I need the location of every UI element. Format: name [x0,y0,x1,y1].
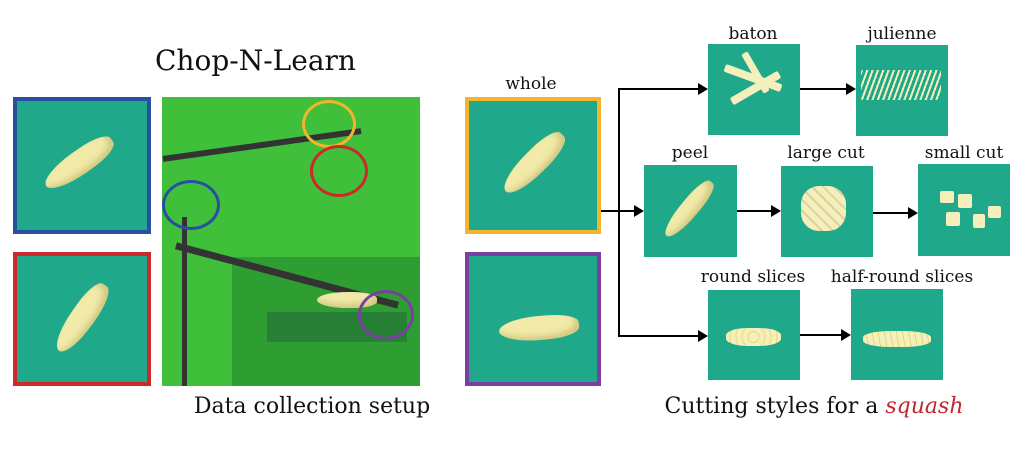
arrow-icon [846,83,856,95]
large-cut-image [781,166,873,257]
figure-title: Chop-N-Learn [155,44,356,77]
left-caption: Data collection setup [193,394,431,419]
blue-camera-ring [162,180,220,230]
caption-item: squash [885,394,964,419]
setup-photo [162,97,420,386]
label-large-cut: large cut [787,143,865,163]
label-julienne: julienne [867,24,937,44]
arrow-icon [698,83,708,95]
purple-camera-ring [358,290,414,340]
connector [618,88,620,337]
blue-camera-view [13,97,151,234]
label-round-slices: round slices [700,267,806,287]
small-cut-image [918,164,1010,256]
half-round-slices-image [851,289,943,380]
label-half-round-slices: half-round slices [830,267,974,287]
label-whole: whole [505,74,557,94]
whole-orange-view [465,97,601,234]
arrow-icon [634,205,644,217]
label-baton: baton [728,24,778,44]
arrow-icon [771,205,781,217]
arrow-icon [698,330,708,342]
arrow-icon [908,207,918,219]
label-peel: peel [671,143,709,163]
connector [601,210,619,212]
caption-prefix: Cutting styles for a [664,394,879,419]
whole-purple-view [465,252,601,386]
label-small-cut: small cut [924,143,1004,163]
julienne-image [856,45,948,136]
baton-image [708,44,800,135]
orange-camera-ring [302,100,356,148]
peel-image [644,165,737,257]
round-slices-image [708,290,800,380]
right-caption: Cutting styles for a squash [664,394,963,419]
arrow-icon [841,329,851,341]
red-camera-view [13,252,151,386]
red-camera-ring [310,145,368,197]
